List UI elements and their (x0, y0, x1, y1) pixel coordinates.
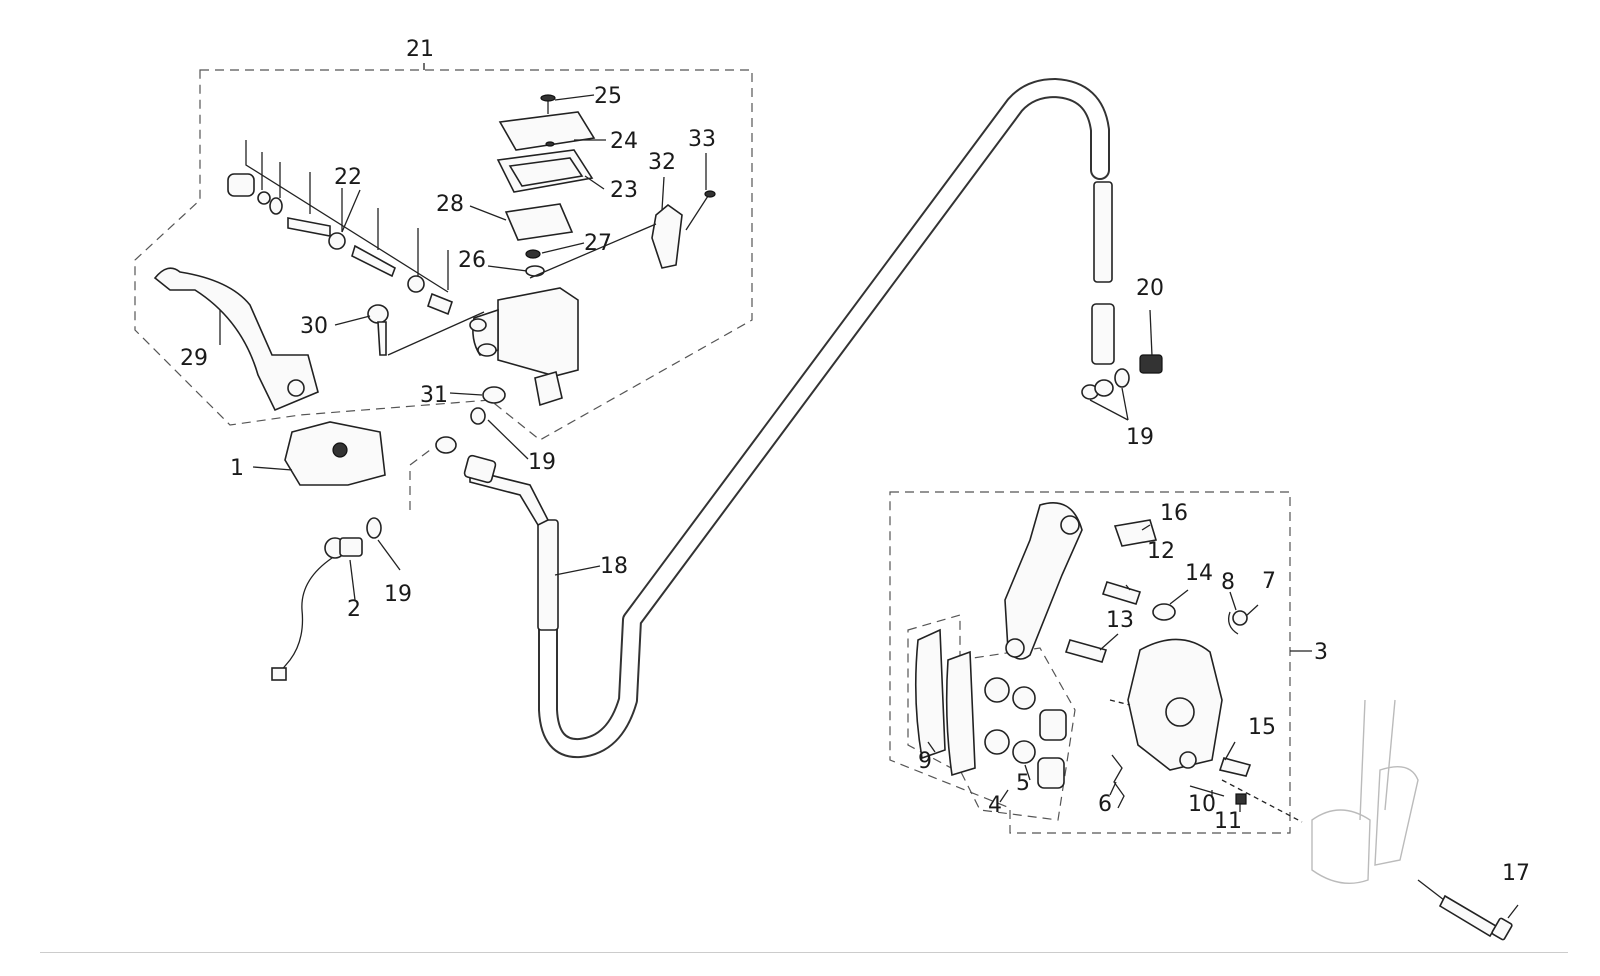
callout-19-left: 19 (384, 582, 412, 607)
callout-24: 24 (610, 129, 638, 154)
switch-and-banjo (271, 407, 486, 681)
callout-32: 32 (648, 150, 676, 175)
callout-19-top: 19 (528, 450, 556, 475)
callout-1: 1 (230, 456, 244, 481)
callout-30: 30 (300, 314, 328, 339)
callout-20: 20 (1136, 276, 1164, 301)
caliper-assembly (914, 502, 1303, 823)
callout-28: 28 (436, 192, 464, 217)
callout-2: 2 (347, 597, 361, 622)
callout-labels: 1 2 3 4 5 6 7 8 9 10 11 12 13 14 15 16 1… (180, 37, 1530, 886)
callout-22: 22 (334, 165, 362, 190)
callout-9: 9 (918, 749, 932, 774)
callout-15: 15 (1248, 715, 1276, 740)
callout-23: 23 (610, 178, 638, 203)
footer-divider (40, 952, 1568, 953)
callout-27: 27 (584, 231, 612, 256)
callout-5: 5 (1016, 771, 1030, 796)
pad-group-outline (907, 614, 961, 771)
master-cylinder-assembly (153, 94, 716, 486)
callout-7: 7 (1262, 569, 1276, 594)
callout-13: 13 (1106, 608, 1134, 633)
callout-17: 17 (1502, 861, 1530, 886)
callout-10: 10 (1188, 792, 1216, 817)
callout-12: 12 (1147, 539, 1175, 564)
leader-lines (219, 63, 1312, 812)
callout-25: 25 (594, 84, 622, 109)
callout-31: 31 (420, 383, 448, 408)
callout-21: 21 (406, 37, 434, 62)
callout-14: 14 (1185, 561, 1213, 586)
callout-6: 6 (1098, 792, 1112, 817)
callout-16: 16 (1160, 501, 1188, 526)
callout-4: 4 (988, 793, 1002, 818)
upper-hose-end (1081, 354, 1163, 421)
fork-and-bolt (1311, 699, 1519, 941)
brake-hose (435, 78, 1115, 759)
caliper-group-outline (889, 491, 1291, 834)
callout-18: 18 (600, 554, 628, 579)
callout-8: 8 (1221, 570, 1235, 595)
callout-26: 26 (458, 248, 486, 273)
callout-19-right: 19 (1126, 425, 1154, 450)
callout-11: 11 (1214, 809, 1242, 834)
callout-3: 3 (1314, 640, 1328, 665)
callout-33: 33 (688, 127, 716, 152)
callout-29: 29 (180, 346, 208, 371)
